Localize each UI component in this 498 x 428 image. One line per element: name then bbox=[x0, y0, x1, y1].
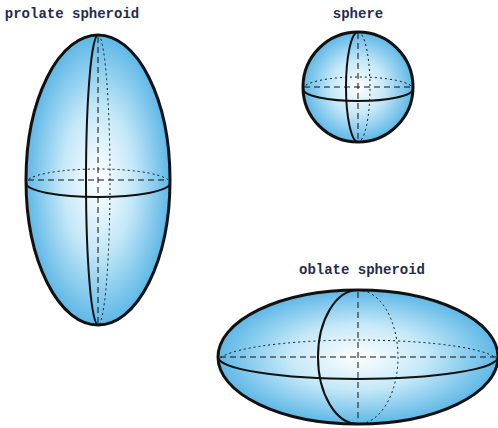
oblate-spheroid bbox=[218, 290, 498, 424]
prolate-spheroid bbox=[26, 35, 170, 325]
shape-label: oblate spheroid bbox=[299, 262, 425, 278]
sphere bbox=[303, 32, 413, 142]
shape-label: sphere bbox=[333, 6, 383, 22]
shape-label: prolate spheroid bbox=[5, 6, 139, 22]
